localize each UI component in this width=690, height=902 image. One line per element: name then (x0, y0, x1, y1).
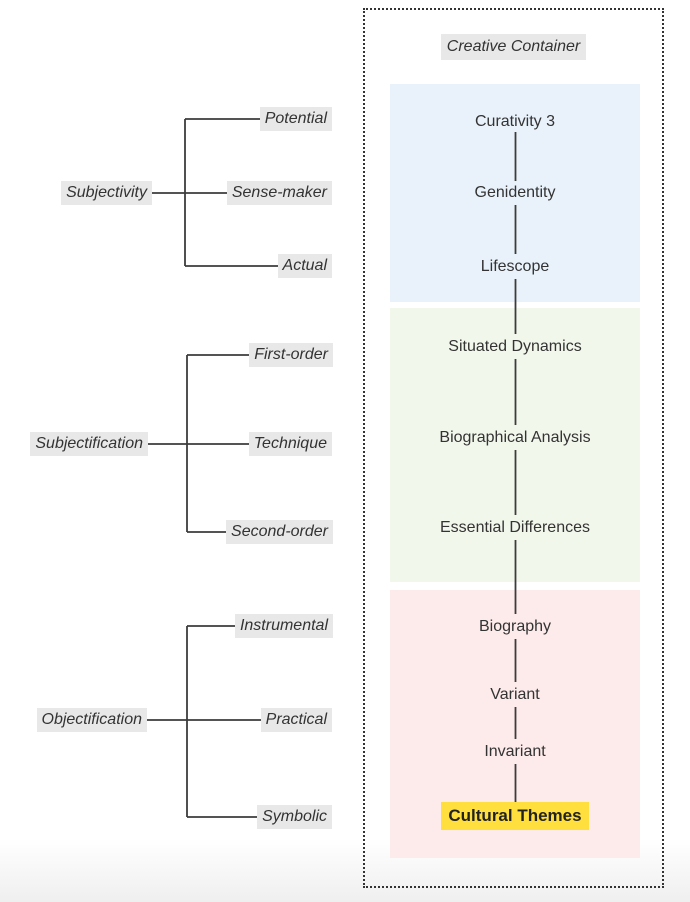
node-biographical-analysis: Biographical Analysis (439, 429, 591, 446)
node-situated-dynamics: Situated Dynamics (448, 338, 582, 355)
group-box-blue (390, 84, 640, 302)
tree-root-subjectivity: Subjectivity (61, 181, 152, 205)
container-title-label: Creative Container (440, 34, 587, 60)
tree-leaf-sense-maker: Sense-maker (226, 181, 332, 205)
highlighted-node-label: Cultural Themes (441, 802, 589, 830)
node-variant: Variant (490, 686, 540, 703)
tree-leaf-symbolic: Symbolic (257, 805, 332, 829)
node-biography: Biography (478, 618, 552, 635)
node-lifescope: Lifescope (480, 258, 550, 275)
node-curativity-3: Curativity 3 (474, 113, 556, 130)
tree-leaf-instrumental: Instrumental (234, 614, 333, 638)
creative-container-frame (363, 8, 664, 888)
group-box-green (390, 308, 640, 582)
tree-leaf-technique: Technique (248, 432, 332, 456)
tree-leaf-potential: Potential (259, 107, 332, 131)
container-title: Creative Container (363, 34, 664, 60)
node-cultural-themes: Cultural Themes (390, 802, 640, 830)
tree-leaf-practical: Practical (260, 708, 332, 732)
node-genidentity: Genidentity (474, 184, 556, 201)
node-invariant: Invariant (484, 743, 546, 760)
tree-root-objectification: Objectification (36, 708, 147, 732)
tree-root-subjectification: Subjectification (30, 432, 148, 456)
tree-leaf-actual: Actual (277, 254, 332, 278)
tree-leaf-first-order: First-order (249, 343, 333, 367)
node-essential-differences: Essential Differences (440, 519, 590, 536)
tree-leaf-second-order: Second-order (226, 520, 333, 544)
